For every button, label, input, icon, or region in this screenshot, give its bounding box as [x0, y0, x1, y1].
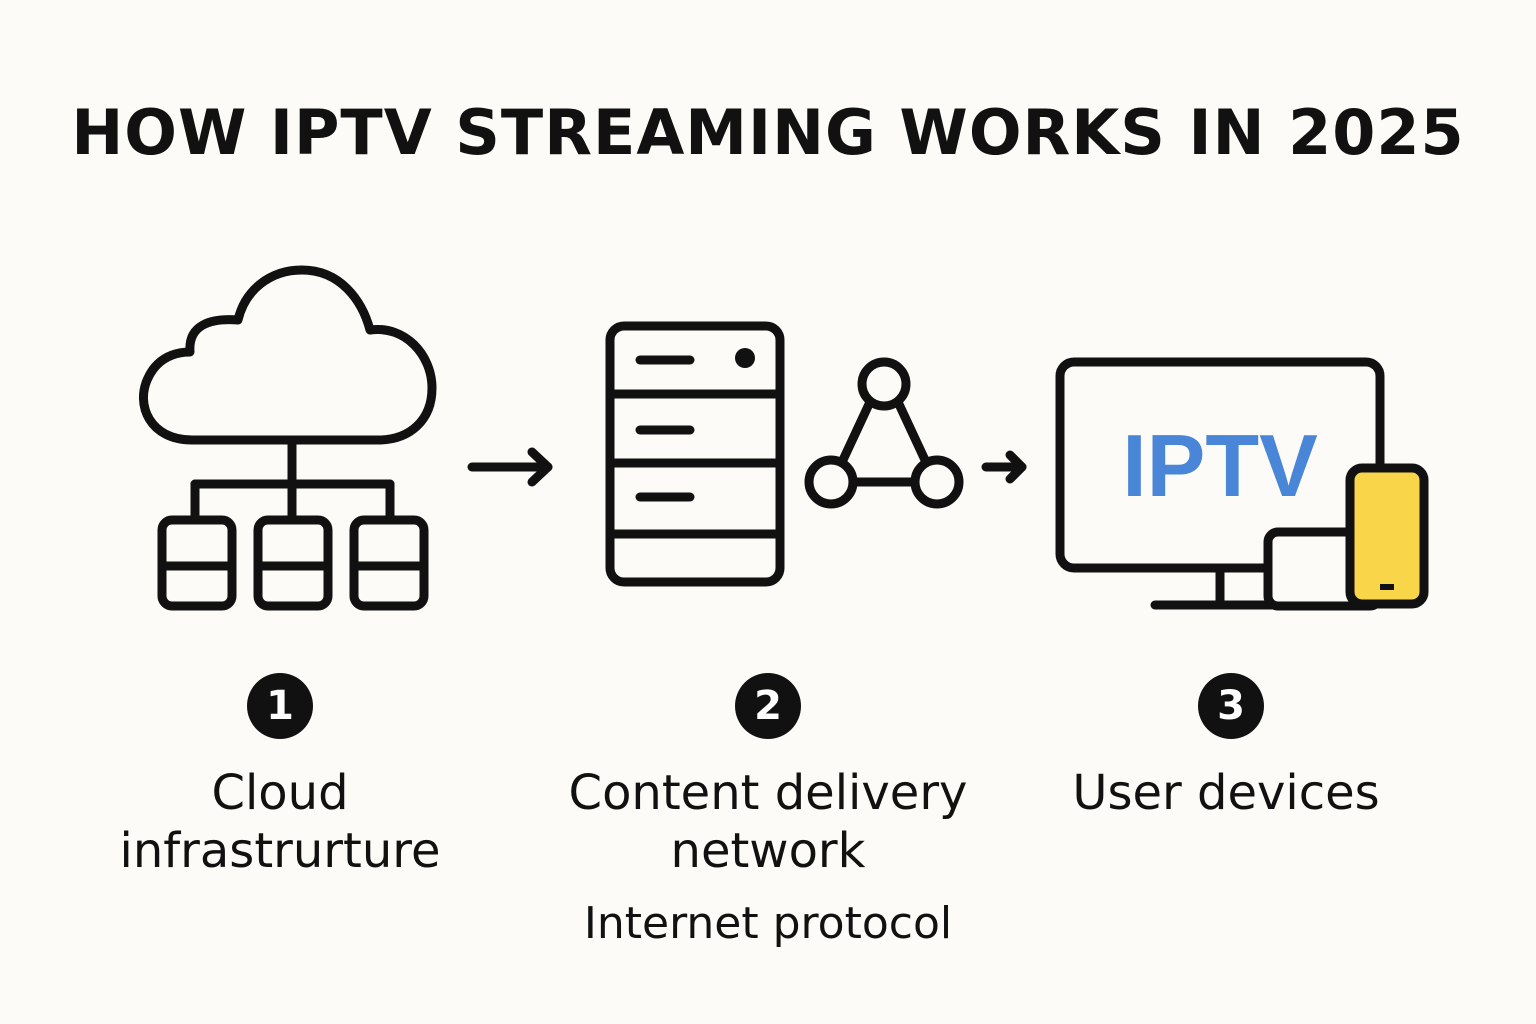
- label-line: User devices: [1072, 765, 1380, 821]
- label-line: Content delivery: [568, 765, 968, 821]
- step-number: 3: [1217, 683, 1245, 729]
- step-number: 1: [266, 683, 294, 729]
- step-1-badge: 1: [247, 673, 313, 739]
- network-nodes-icon: [804, 357, 964, 509]
- database-icon: [253, 515, 333, 611]
- page-title: HOW IPTV STREAMING WORKS IN 2025: [71, 96, 1465, 169]
- tv-screen-text: IPTV: [1122, 416, 1318, 515]
- phone-icon: [1345, 463, 1429, 609]
- step-number: 2: [754, 683, 782, 729]
- step-1-label: Cloud infrastrurture: [80, 764, 480, 880]
- label-line: Cloud: [211, 765, 349, 821]
- label-line: infrastrurture: [119, 823, 441, 879]
- arrow-right-icon: [981, 450, 1027, 484]
- step-2-label: Content delivery network: [518, 764, 1018, 880]
- server-rack-icon: [605, 321, 785, 587]
- label-line: network: [670, 823, 866, 879]
- step-2-badge: 2: [735, 673, 801, 739]
- arrow-right-icon: [467, 447, 553, 487]
- cloud-icon: [139, 265, 437, 525]
- database-icon: [349, 515, 429, 611]
- server-status-light: [735, 348, 755, 368]
- step-3-badge: 3: [1198, 673, 1264, 739]
- step-3-label: User devices: [1026, 764, 1426, 822]
- step-2-sublabel: Internet protocol: [583, 898, 953, 949]
- database-icon: [157, 515, 237, 611]
